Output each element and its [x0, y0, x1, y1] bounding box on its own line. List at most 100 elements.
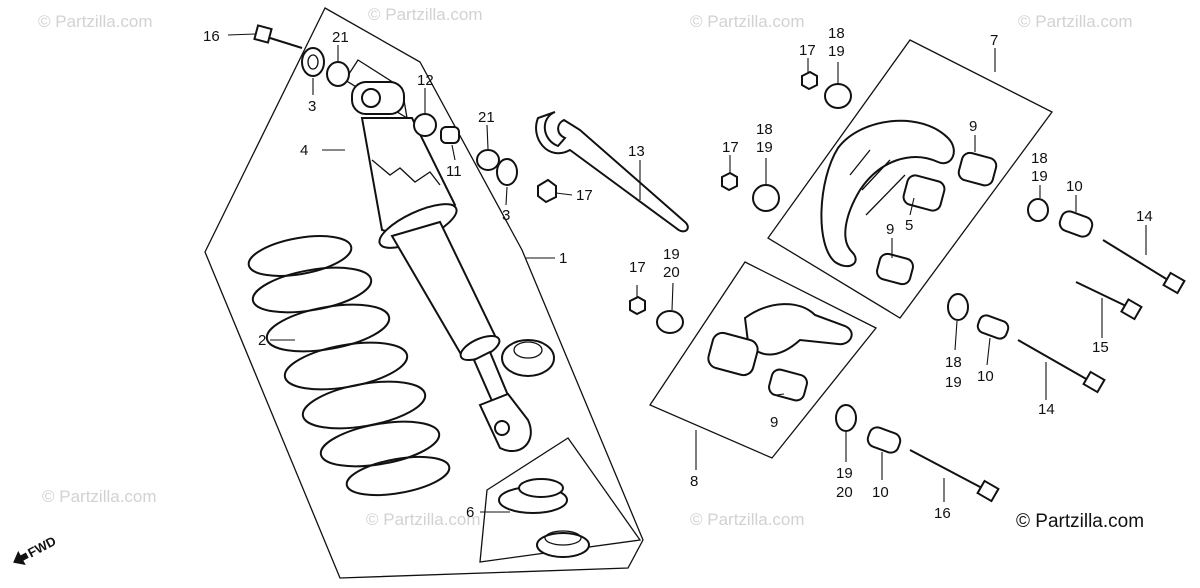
label-20-bottom: 20	[836, 484, 853, 501]
label-17-low: 17	[629, 259, 646, 276]
shock-spring	[247, 235, 451, 497]
shock-assembly-outline	[204, 7, 644, 579]
shock-label-break	[371, 159, 441, 186]
shock-arm-box	[767, 39, 1053, 319]
nut-17-shock	[537, 178, 557, 204]
collar-9-top	[957, 151, 998, 187]
spring-seats	[498, 478, 590, 558]
fwd-indicator: FWD	[13, 533, 58, 566]
bolt-14-bottom	[1017, 339, 1106, 394]
bushing-5	[902, 174, 946, 212]
washer-3-upper	[301, 47, 325, 77]
shock-main-tube	[390, 220, 500, 358]
watermarks: © Partzilla.com © Partzilla.com © Partzi…	[38, 5, 1133, 529]
label-16-bottom: 16	[934, 505, 951, 522]
label-12: 12	[417, 72, 434, 89]
collar-11	[440, 126, 460, 144]
shock-arm-parts	[820, 119, 998, 286]
label-4: 4	[300, 142, 308, 159]
washer-3-lower	[496, 158, 518, 186]
collar-10-bottom	[866, 426, 902, 454]
watermark-7: © Partzilla.com	[690, 510, 805, 529]
label-19-low: 19	[663, 246, 680, 263]
label-2: 2	[258, 332, 266, 349]
washer-18-19-top	[824, 83, 852, 109]
fwd-arrow-icon	[13, 550, 29, 566]
label-18-mid: 18	[756, 121, 773, 138]
leader-lines	[227, 33, 1147, 513]
link-bushing	[707, 331, 759, 377]
label-16-top: 16	[203, 28, 220, 45]
washer-18-19-mid	[752, 184, 780, 212]
collar-12	[413, 113, 437, 137]
nut-17-mid	[721, 171, 738, 192]
shock-arm	[820, 119, 955, 268]
label-9-mid: 9	[886, 221, 894, 238]
label-14-top: 14	[1136, 208, 1153, 225]
label-1: 1	[559, 250, 567, 267]
spanner-wrench	[535, 111, 689, 233]
label-3-lower: 3	[502, 207, 510, 224]
label-18-top: 18	[828, 25, 845, 42]
washer-18-19-low	[947, 293, 969, 321]
label-6: 6	[466, 504, 474, 521]
collar-21-upper	[326, 61, 350, 87]
label-17-shock: 17	[576, 187, 593, 204]
washer-19-20-low	[656, 310, 684, 334]
label-19-bottom: 19	[836, 465, 853, 482]
label-8: 8	[690, 473, 698, 490]
label-11: 11	[446, 163, 462, 180]
label-15: 15	[1092, 339, 1109, 356]
label-13: 13	[628, 143, 645, 160]
shock-link	[743, 303, 853, 356]
watermark-6: © Partzilla.com	[366, 510, 481, 529]
washer-18-19-right	[1027, 198, 1049, 222]
bump-rubber-top	[513, 341, 543, 359]
shock-link-box	[649, 261, 878, 459]
nut-17-top	[801, 70, 818, 91]
label-10-mid: 10	[977, 368, 994, 385]
label-19-low: 19	[945, 374, 962, 391]
label-18-right: 18	[1031, 150, 1048, 167]
callout-labels: 16 21 3 4 12 11 21 3 17 1 2 6 13 17 18 1…	[203, 25, 1153, 522]
shock-lower-eye-hole	[494, 420, 510, 436]
label-17-top: 17	[799, 42, 816, 59]
shock-absorber	[351, 81, 555, 453]
copyright-notice: © Partzilla.com	[1016, 511, 1144, 532]
label-20-low: 20	[663, 264, 680, 281]
watermark-3: © Partzilla.com	[690, 12, 805, 31]
label-9-link: 9	[770, 414, 778, 431]
shock-upper-eye	[351, 81, 405, 115]
collar-9-mid	[876, 252, 914, 286]
collar-10-mid	[976, 314, 1010, 340]
spring-seat-box	[479, 437, 642, 563]
label-17-mid: 17	[722, 139, 739, 156]
label-14-bottom: 14	[1038, 401, 1055, 418]
label-18-low: 18	[945, 354, 962, 371]
label-10-right: 10	[1066, 178, 1083, 195]
label-9-top: 9	[969, 118, 977, 135]
watermark-4: © Partzilla.com	[1018, 12, 1133, 31]
shock-link-parts	[707, 303, 853, 402]
label-19-mid: 19	[756, 139, 773, 156]
label-3-upper: 3	[308, 98, 316, 115]
label-21-upper: 21	[332, 29, 349, 46]
collar-10-right	[1058, 210, 1094, 238]
collar-9-link	[768, 368, 808, 402]
collar-21-lower	[476, 149, 500, 171]
bolt-15	[1075, 281, 1143, 321]
watermark-5: © Partzilla.com	[42, 487, 157, 506]
label-7: 7	[990, 32, 998, 49]
fwd-label: FWD	[25, 533, 58, 560]
label-5: 5	[905, 217, 913, 234]
label-19-right: 19	[1031, 168, 1048, 185]
label-10-bottom: 10	[872, 484, 889, 501]
bolt-16-top	[253, 24, 303, 49]
watermark-1: © Partzilla.com	[38, 12, 153, 31]
bolt-14-top	[1102, 239, 1186, 295]
label-21-lower: 21	[478, 109, 495, 126]
nut-17-low	[629, 295, 646, 316]
shock-upper-eye-hole	[361, 88, 381, 108]
label-19-top: 19	[828, 43, 845, 60]
